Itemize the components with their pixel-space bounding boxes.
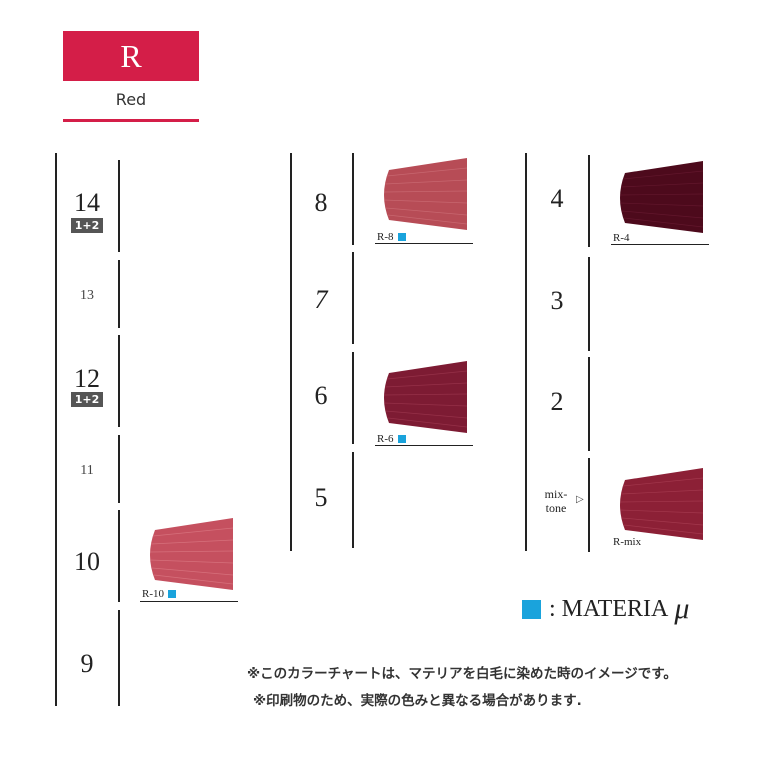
level-label: 4 (550, 184, 564, 213)
swatch-underline (375, 243, 473, 244)
column-1-outer-line (55, 153, 57, 706)
header-underline (63, 119, 199, 122)
hair-swatch-r6 (379, 361, 469, 433)
color-code-box: R (63, 31, 199, 81)
swatch-label: R-6 (377, 433, 406, 445)
swatch-label: R-mix (613, 536, 641, 548)
column-2-divider (352, 352, 354, 444)
swatch-code: R-8 (377, 231, 394, 243)
column-1-divider (118, 435, 120, 503)
level-label: 6 (314, 381, 328, 410)
level-badge: 1+2 (71, 392, 103, 407)
mix-tone-label: mix- tone (544, 487, 568, 515)
swatch-underline (611, 244, 709, 245)
column-2-outer-line (290, 153, 292, 551)
triangle-right-icon: ▷ (576, 494, 584, 505)
column-1-divider (118, 260, 120, 328)
level-label: 3 (550, 286, 564, 315)
swatch-code: R-mix (613, 536, 642, 548)
column-3-divider (588, 458, 590, 552)
column-3-divider (588, 357, 590, 451)
level-label: 11 (80, 463, 94, 478)
level-badge: 1+2 (71, 218, 103, 233)
hair-swatch-r10 (145, 518, 235, 590)
footnote: ※印刷物のため、実際の色みと異なる場合があります. (253, 693, 582, 709)
level-label: 10 (74, 547, 100, 576)
level-label: 12 (74, 364, 100, 393)
legend-label: : MATERIA (549, 595, 669, 622)
legend-mu-symbol: μ (674, 592, 690, 625)
column-2-divider (352, 153, 354, 245)
swatch-code: R-10 (142, 588, 164, 600)
column-1-divider (118, 510, 120, 602)
materia-marker-icon (522, 599, 541, 619)
column-1-divider (118, 610, 120, 706)
level-label: 5 (314, 483, 328, 512)
column-2-divider (352, 252, 354, 344)
level-label: 9 (80, 649, 94, 678)
column-2-divider (352, 452, 354, 548)
swatch-code: R-4 (613, 232, 630, 244)
column-3-divider (588, 257, 590, 351)
hair-swatch-r4 (615, 161, 705, 233)
column-3-outer-line (525, 153, 527, 551)
swatch-label: R-4 (613, 232, 630, 244)
swatch-underline (375, 445, 473, 446)
swatch-underline (140, 601, 238, 602)
hair-swatch-r8 (379, 158, 469, 230)
materia-marker-icon (397, 435, 406, 444)
materia-legend: : MATERIA μ (522, 592, 689, 625)
swatch-code: R-6 (377, 433, 394, 445)
column-3-divider (588, 155, 590, 247)
color-name: Red (115, 90, 147, 109)
level-label: 14 (74, 188, 100, 217)
column-1-divider (118, 335, 120, 427)
level-label: 8 (314, 188, 328, 217)
swatch-label: R-8 (377, 231, 406, 243)
footnote: ※このカラーチャートは、マテリアを白毛に染めた時のイメージです。 (247, 666, 677, 682)
hair-swatch-rmix (615, 468, 705, 540)
swatch-label: R-10 (142, 588, 176, 600)
materia-marker-icon (168, 590, 176, 599)
level-label: 2 (550, 387, 564, 416)
level-label: 7 (314, 285, 328, 314)
materia-marker-icon (397, 233, 406, 242)
column-1-divider (118, 160, 120, 252)
level-label: 13 (80, 288, 94, 303)
